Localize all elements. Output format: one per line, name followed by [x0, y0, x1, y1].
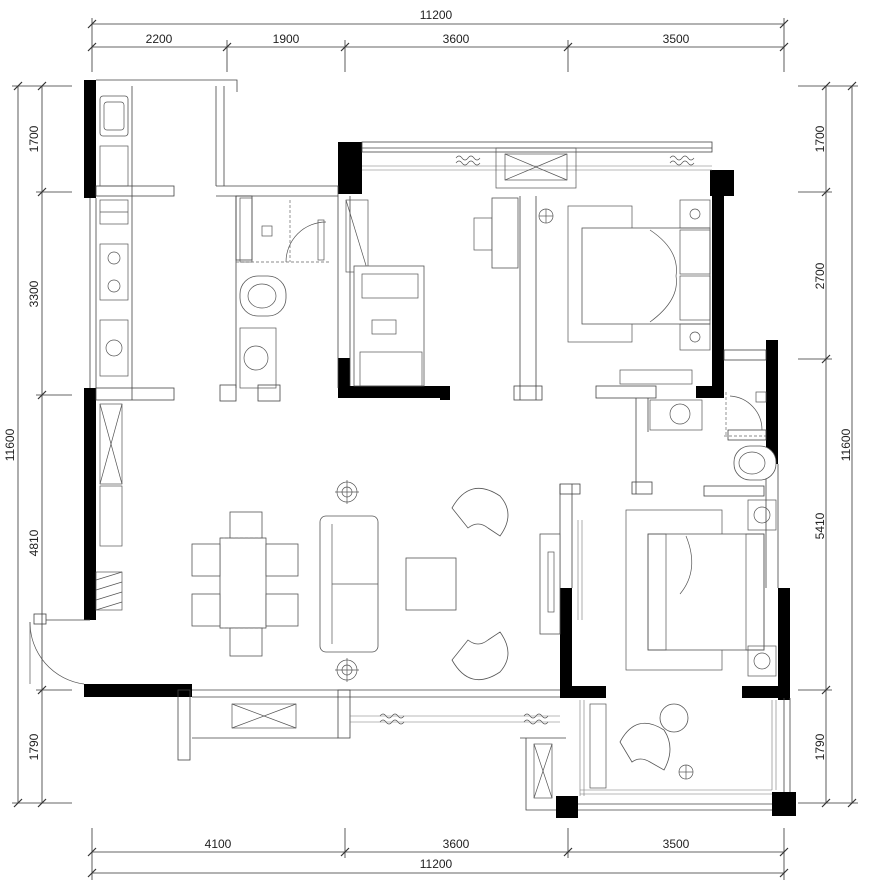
top-dim-3: 3600 — [443, 32, 470, 46]
storage-cabinet — [95, 571, 123, 611]
dining-chair — [229, 511, 263, 539]
kitchen-sink — [99, 95, 129, 137]
bedroom-3 — [619, 499, 777, 780]
bottom-dim-1: 4100 — [205, 837, 232, 851]
dining-area — [191, 511, 299, 657]
master-bedroom — [538, 199, 711, 385]
nightstand-lamp-icon — [753, 652, 771, 670]
washbasin-2-icon — [669, 403, 691, 425]
windows — [231, 147, 777, 799]
right-dim-1: 1700 — [813, 125, 827, 152]
left-dim-4: 1790 — [27, 733, 41, 760]
dining-table — [219, 537, 267, 629]
dining-chair — [191, 593, 221, 627]
bottom-dim-2: 3600 — [443, 837, 470, 851]
lounge-chair — [619, 722, 671, 771]
dining-chair — [265, 593, 299, 627]
nightstand-lamp-icon — [753, 506, 771, 524]
dining-chair — [191, 543, 221, 577]
tv-cabinet — [539, 533, 561, 635]
armchair — [451, 488, 509, 537]
structural-walls — [84, 80, 796, 818]
top-dim-2: 1900 — [273, 32, 300, 46]
dining-chair — [229, 627, 263, 657]
toilet-2-icon — [733, 445, 777, 481]
top-dim-4: 3500 — [663, 32, 690, 46]
left-dim-2: 3300 — [27, 280, 41, 307]
left-total-dim: 11600 — [3, 428, 17, 461]
right-dimension-chain: 1700 2700 5410 1790 11600 — [798, 81, 858, 808]
partition-walls — [89, 79, 791, 811]
coffee-table — [405, 557, 457, 611]
bathroom-1 — [236, 197, 330, 389]
bottom-dimension-chain: 4100 3600 3500 11200 — [87, 828, 789, 880]
desk — [491, 197, 519, 269]
bedroom-2 — [345, 197, 519, 387]
dining-chair — [265, 543, 299, 577]
left-dim-1: 1700 — [27, 125, 41, 152]
wardrobe — [619, 369, 693, 385]
right-dim-3: 5410 — [813, 512, 827, 539]
kitchen-counter — [99, 319, 129, 377]
right-dim-2: 2700 — [813, 262, 827, 289]
double-bed-2 — [647, 533, 765, 651]
left-dim-3: 4810 — [27, 529, 41, 556]
washbasin-icon — [243, 345, 269, 371]
entrance-door — [29, 613, 90, 685]
right-dim-4: 1790 — [813, 733, 827, 760]
floor-drain-icon — [261, 225, 273, 237]
living-area — [319, 480, 561, 682]
top-dimension-chain: 11200 2200 1900 3600 3500 — [87, 8, 789, 72]
stove — [99, 243, 129, 301]
left-dimension-chain: 11600 1700 3300 4810 1790 — [3, 81, 72, 808]
armchair — [451, 631, 509, 680]
side-table — [659, 703, 689, 733]
floor-drain-2-icon — [755, 391, 767, 403]
bottom-dim-3: 3500 — [663, 837, 690, 851]
single-bed — [353, 265, 425, 387]
toilet-icon — [239, 275, 287, 317]
right-total-dim: 11600 — [839, 428, 853, 461]
kitchen — [95, 95, 129, 611]
bottom-total-dim: 11200 — [420, 857, 453, 871]
bathroom-2 — [649, 391, 777, 481]
top-total-dim: 11200 — [420, 8, 453, 22]
top-dim-1: 2200 — [146, 32, 173, 46]
